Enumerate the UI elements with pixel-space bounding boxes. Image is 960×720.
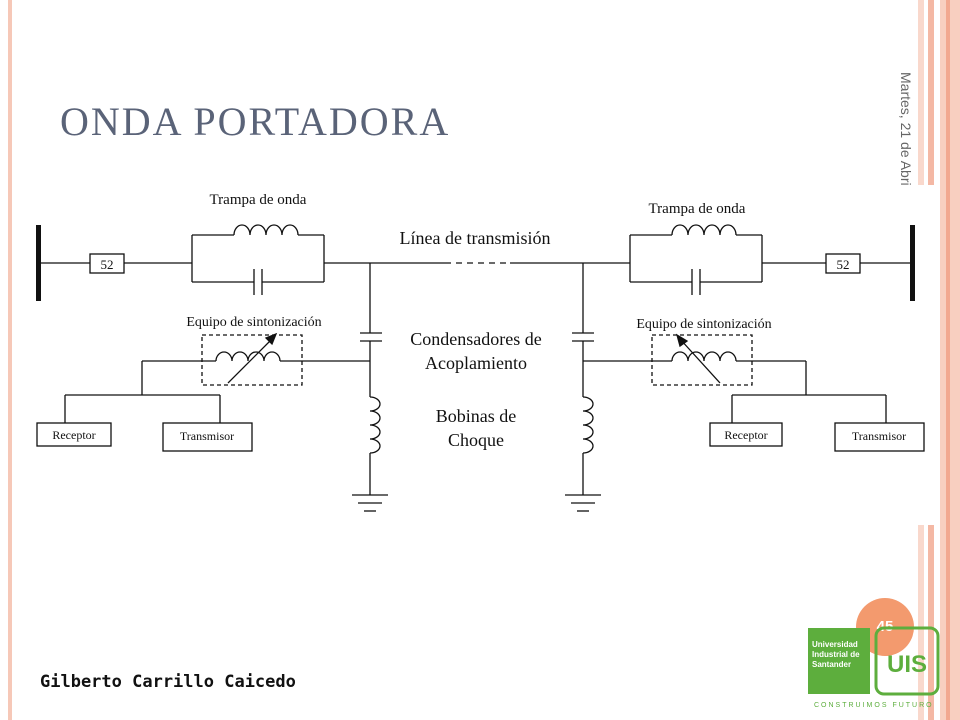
left-busbar: [36, 225, 41, 301]
logo-line: Santander: [812, 660, 852, 669]
left-breaker-label: 52: [101, 257, 114, 272]
right-transmisor-label: Transmisor: [852, 429, 906, 443]
diagram-svg: 52 52 Trampa de onda Trampa de onda Líne…: [36, 192, 925, 512]
choke-label-line1: Bobinas de: [436, 406, 517, 426]
slide-date: Martes, 21 de Abril: [898, 72, 914, 189]
coupling-label-line2: Acoplamiento: [425, 353, 527, 373]
logo-line: Universidad: [812, 640, 858, 649]
logo-line: Industrial de: [812, 650, 860, 659]
right-transmisor-box: [834, 422, 925, 452]
right-wave-trap: [629, 224, 763, 295]
frame-left-stripe: [8, 0, 12, 720]
logo-mark-text: UIS: [887, 651, 927, 678]
left-tuning-equipment: [64, 332, 303, 423]
coupling-label-line1: Condensadores de: [410, 329, 541, 349]
left-transmisor-label: Transmisor: [180, 429, 234, 443]
uis-logo: Universidad Industrial de Santander UIS …: [808, 624, 940, 716]
author-name: Gilberto Carrillo Caicedo: [40, 672, 296, 692]
logo-text: Universidad Industrial de Santander: [812, 640, 868, 670]
right-receptor-label: Receptor: [724, 428, 767, 442]
right-busbar: [910, 225, 915, 301]
right-coupling-branch: [565, 263, 652, 512]
logo-slogan: CONSTRUIMOS FUTURO: [814, 702, 934, 709]
left-receptor-label: Receptor: [52, 428, 95, 442]
carrier-wave-diagram: 52 52 Trampa de onda Trampa de onda Líne…: [20, 185, 935, 525]
slide-title: ONDA PORTADORA: [60, 99, 451, 144]
right-tuning-label: Equipo de sintonización: [636, 317, 771, 332]
left-receptor-box: [36, 422, 112, 447]
choke-label-line2: Choque: [448, 430, 504, 450]
uis-emblem-icon: UIS: [874, 626, 940, 696]
transmission-line-label: Línea de transmisión: [400, 228, 551, 248]
right-receptor-box: [709, 422, 783, 447]
right-wave-trap-label: Trampa de onda: [649, 201, 746, 217]
left-coupling-branch: [302, 263, 388, 512]
frame-right-stripe: [946, 0, 950, 720]
right-tuning-equipment: [651, 333, 887, 423]
left-transmisor-box: [162, 422, 253, 452]
left-tuning-label: Equipo de sintonización: [186, 315, 321, 330]
right-breaker-label: 52: [837, 257, 850, 272]
left-wave-trap: [191, 224, 325, 295]
left-wave-trap-label: Trampa de onda: [210, 192, 307, 208]
logo-green-box: [808, 628, 870, 694]
frame-right-stripe: [940, 0, 960, 720]
